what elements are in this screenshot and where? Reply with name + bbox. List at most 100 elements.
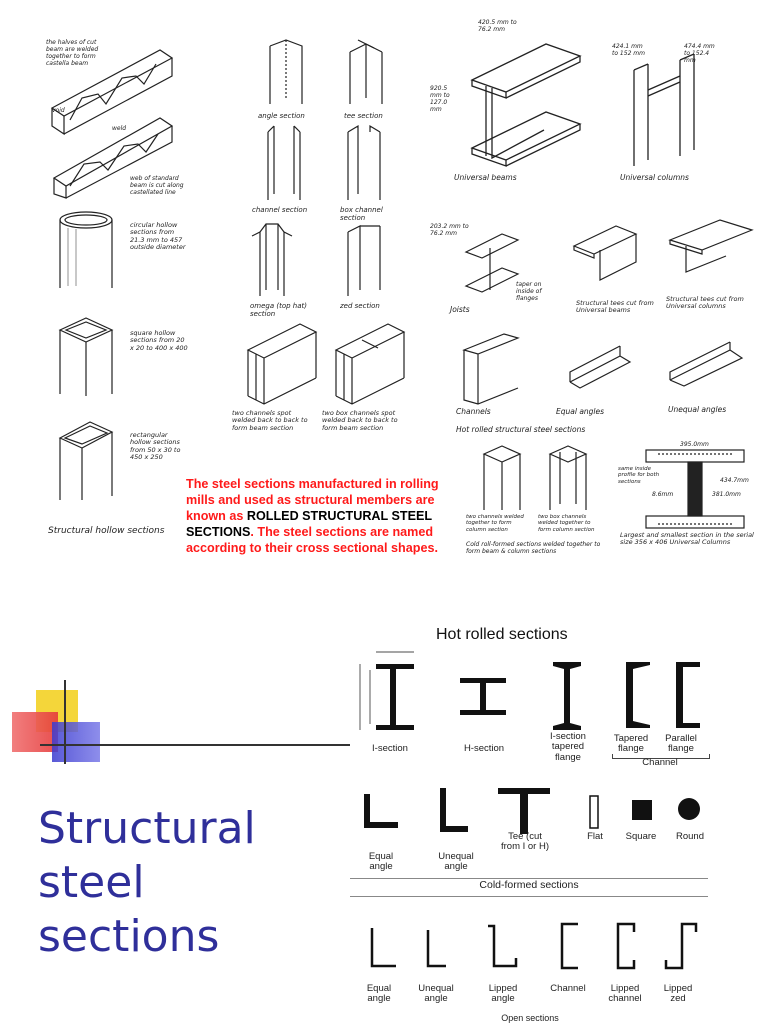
void-label: void — [52, 107, 65, 114]
joist-drawing — [464, 233, 520, 293]
i-tapered-label: I-section tapered flange — [550, 731, 586, 763]
cold-formed-divider — [350, 878, 708, 879]
unequal-angle-label: Unequal angle — [438, 851, 474, 873]
cf-lipped-channel-label: Lipped channel — [608, 983, 642, 1005]
intro-text-red-2: . The steel sections are named according… — [186, 525, 438, 555]
tees-ub-caption: Structural tees cut from Universal beams — [576, 299, 654, 315]
cf-equal-angle-drawing — [370, 928, 396, 968]
cf-unequal-angle-label: Unequal angle — [418, 983, 454, 1005]
uc-dim-2: 474.4 mm to 152.4 mm — [684, 43, 715, 64]
two-channels-column-drawing — [482, 445, 522, 510]
two-channels-column-note: two channels welded together to form col… — [466, 514, 524, 533]
two-box-column-drawing — [548, 445, 588, 510]
universal-beam-drawing — [470, 43, 582, 167]
channel-section-label: channel section — [252, 206, 308, 214]
open-sections-footer: Open sections — [501, 1013, 559, 1023]
joist-dim: 203.2 mm to 76.2 mm — [430, 223, 469, 237]
universal-columns-caption: Universal columns — [620, 173, 689, 182]
tapered-flange-label: Tapered flange — [613, 733, 649, 755]
intro-text-black: ROLLED STRUCTURAL STEEL SECTIONS — [186, 509, 432, 539]
tees-uc-caption: Structural tees cut from Universal colum… — [666, 295, 744, 311]
channel-section-drawing — [267, 125, 301, 200]
largest-smallest-uc-drawing — [645, 449, 745, 529]
castellated-note: the halves of cut beam are welded togeth… — [46, 39, 99, 67]
cold-roll-note: Cold roll-formed sections welded togethe… — [466, 541, 601, 555]
cf-lipped-angle-label: Lipped angle — [488, 983, 518, 1005]
dim-4347: 434.7mm — [720, 477, 749, 484]
omega-section-label: omega (top hat) section — [250, 302, 307, 319]
cold-formed-divider-bottom — [350, 896, 708, 897]
flat-label: Flat — [587, 831, 603, 842]
hot-rolled-heading: Hot rolled sections — [436, 626, 568, 643]
unequal-angles-drawing — [669, 341, 744, 387]
circular-hollow-note: circular hollow sections from 21.3 mm to… — [130, 221, 186, 252]
h-section-label: H-section — [463, 743, 505, 754]
accent-vertical-line — [64, 680, 66, 764]
h-section-drawing — [460, 678, 506, 715]
equal-angles-drawing — [569, 345, 632, 389]
channels-caption: Channels — [456, 407, 491, 416]
equal-angle-label: Equal angle — [368, 851, 394, 873]
box-channel-section-label: box channel section — [340, 206, 383, 223]
cf-channel-drawing — [560, 922, 578, 970]
two-box-note: two box channels spot welded back to bac… — [322, 409, 398, 432]
angle-section-drawing — [269, 39, 303, 104]
uc-dim-1: 424.1 mm to 152 mm — [612, 43, 645, 57]
dim-3813: 381.0mm — [712, 491, 741, 498]
round-label: Round — [676, 831, 704, 842]
channels-drawing — [462, 333, 520, 405]
castellated-beam-drawing — [50, 49, 174, 199]
cf-unequal-angle-drawing — [426, 930, 446, 968]
cf-lipped-zed-label: Lipped zed — [663, 983, 693, 1005]
rectangular-hollow-note: rectangular hollow sections from 50 x 30… — [130, 431, 181, 462]
channel-group-bracket — [612, 754, 710, 759]
flat-drawing — [589, 795, 599, 829]
tee-drawing — [498, 788, 550, 834]
equal-angle-drawing — [364, 794, 398, 828]
web-note: web of standard beam is cut along castel… — [130, 175, 184, 196]
unequal-angles-caption: Unequal angles — [668, 405, 727, 414]
same-inside-note: same inside profile for both sections — [618, 466, 660, 485]
round-drawing — [678, 798, 700, 820]
dim-86: 8.6mm — [652, 491, 674, 498]
rectangular-hollow-drawing — [58, 421, 114, 500]
two-channels-note: two channels spot welded back to back to… — [232, 409, 308, 432]
tee-label: Tee (cut from I or H) — [500, 831, 550, 853]
intro-text-red-1: The steel sections manufactured in rolli… — [186, 477, 439, 523]
intro-paragraph: The steel sections manufactured in rolli… — [186, 476, 468, 556]
two-channels-beam-drawing — [246, 323, 318, 405]
unequal-angle-drawing — [440, 788, 468, 832]
square-label: Square — [625, 831, 657, 842]
omega-section-drawing — [251, 223, 293, 296]
angle-section-label: angle section — [258, 112, 305, 120]
tee-from-ub-drawing — [572, 225, 638, 281]
cf-equal-angle-label: Equal angle — [366, 983, 392, 1005]
channel-group-label: Channel — [642, 757, 678, 768]
cf-lipped-channel-drawing — [616, 922, 636, 970]
two-box-beam-drawing — [334, 323, 406, 405]
tee-section-drawing — [349, 39, 383, 104]
tapered-channel-drawing — [626, 662, 650, 728]
cold-formed-heading: Cold-formed sections — [479, 879, 579, 891]
hollow-sections-caption: Structural hollow sections — [48, 526, 165, 536]
circular-hollow-drawing — [59, 211, 113, 288]
ub-dim-2: 920.5 mm to 127.0 mm — [430, 85, 450, 113]
taper-note-1: taper on inside of flanges — [516, 281, 542, 302]
hot-rolled-sketch-caption: Hot rolled structural steel sections — [456, 425, 586, 434]
square-hollow-note: square hollow sections from 20 x 20 to 4… — [130, 329, 188, 352]
universal-beams-caption: Universal beams — [454, 173, 517, 182]
i-tapered-drawing — [553, 662, 581, 730]
parallel-channel-drawing — [676, 662, 700, 728]
tee-section-label: tee section — [344, 112, 383, 120]
accent-horizontal-line — [40, 744, 350, 746]
zed-section-drawing — [347, 225, 381, 296]
square-hollow-drawing — [58, 317, 114, 396]
box-channel-section-drawing — [347, 124, 381, 200]
i-section-drawing — [359, 651, 414, 730]
accent-blue-square — [52, 722, 100, 762]
weld-label: weld — [112, 125, 127, 132]
two-box-column-note: two box channels welded together to form… — [538, 514, 595, 533]
dim-395: 395.0mm — [680, 441, 709, 448]
slide-title: Structural steel sections — [38, 803, 256, 962]
i-section-label: I-section — [372, 743, 408, 754]
